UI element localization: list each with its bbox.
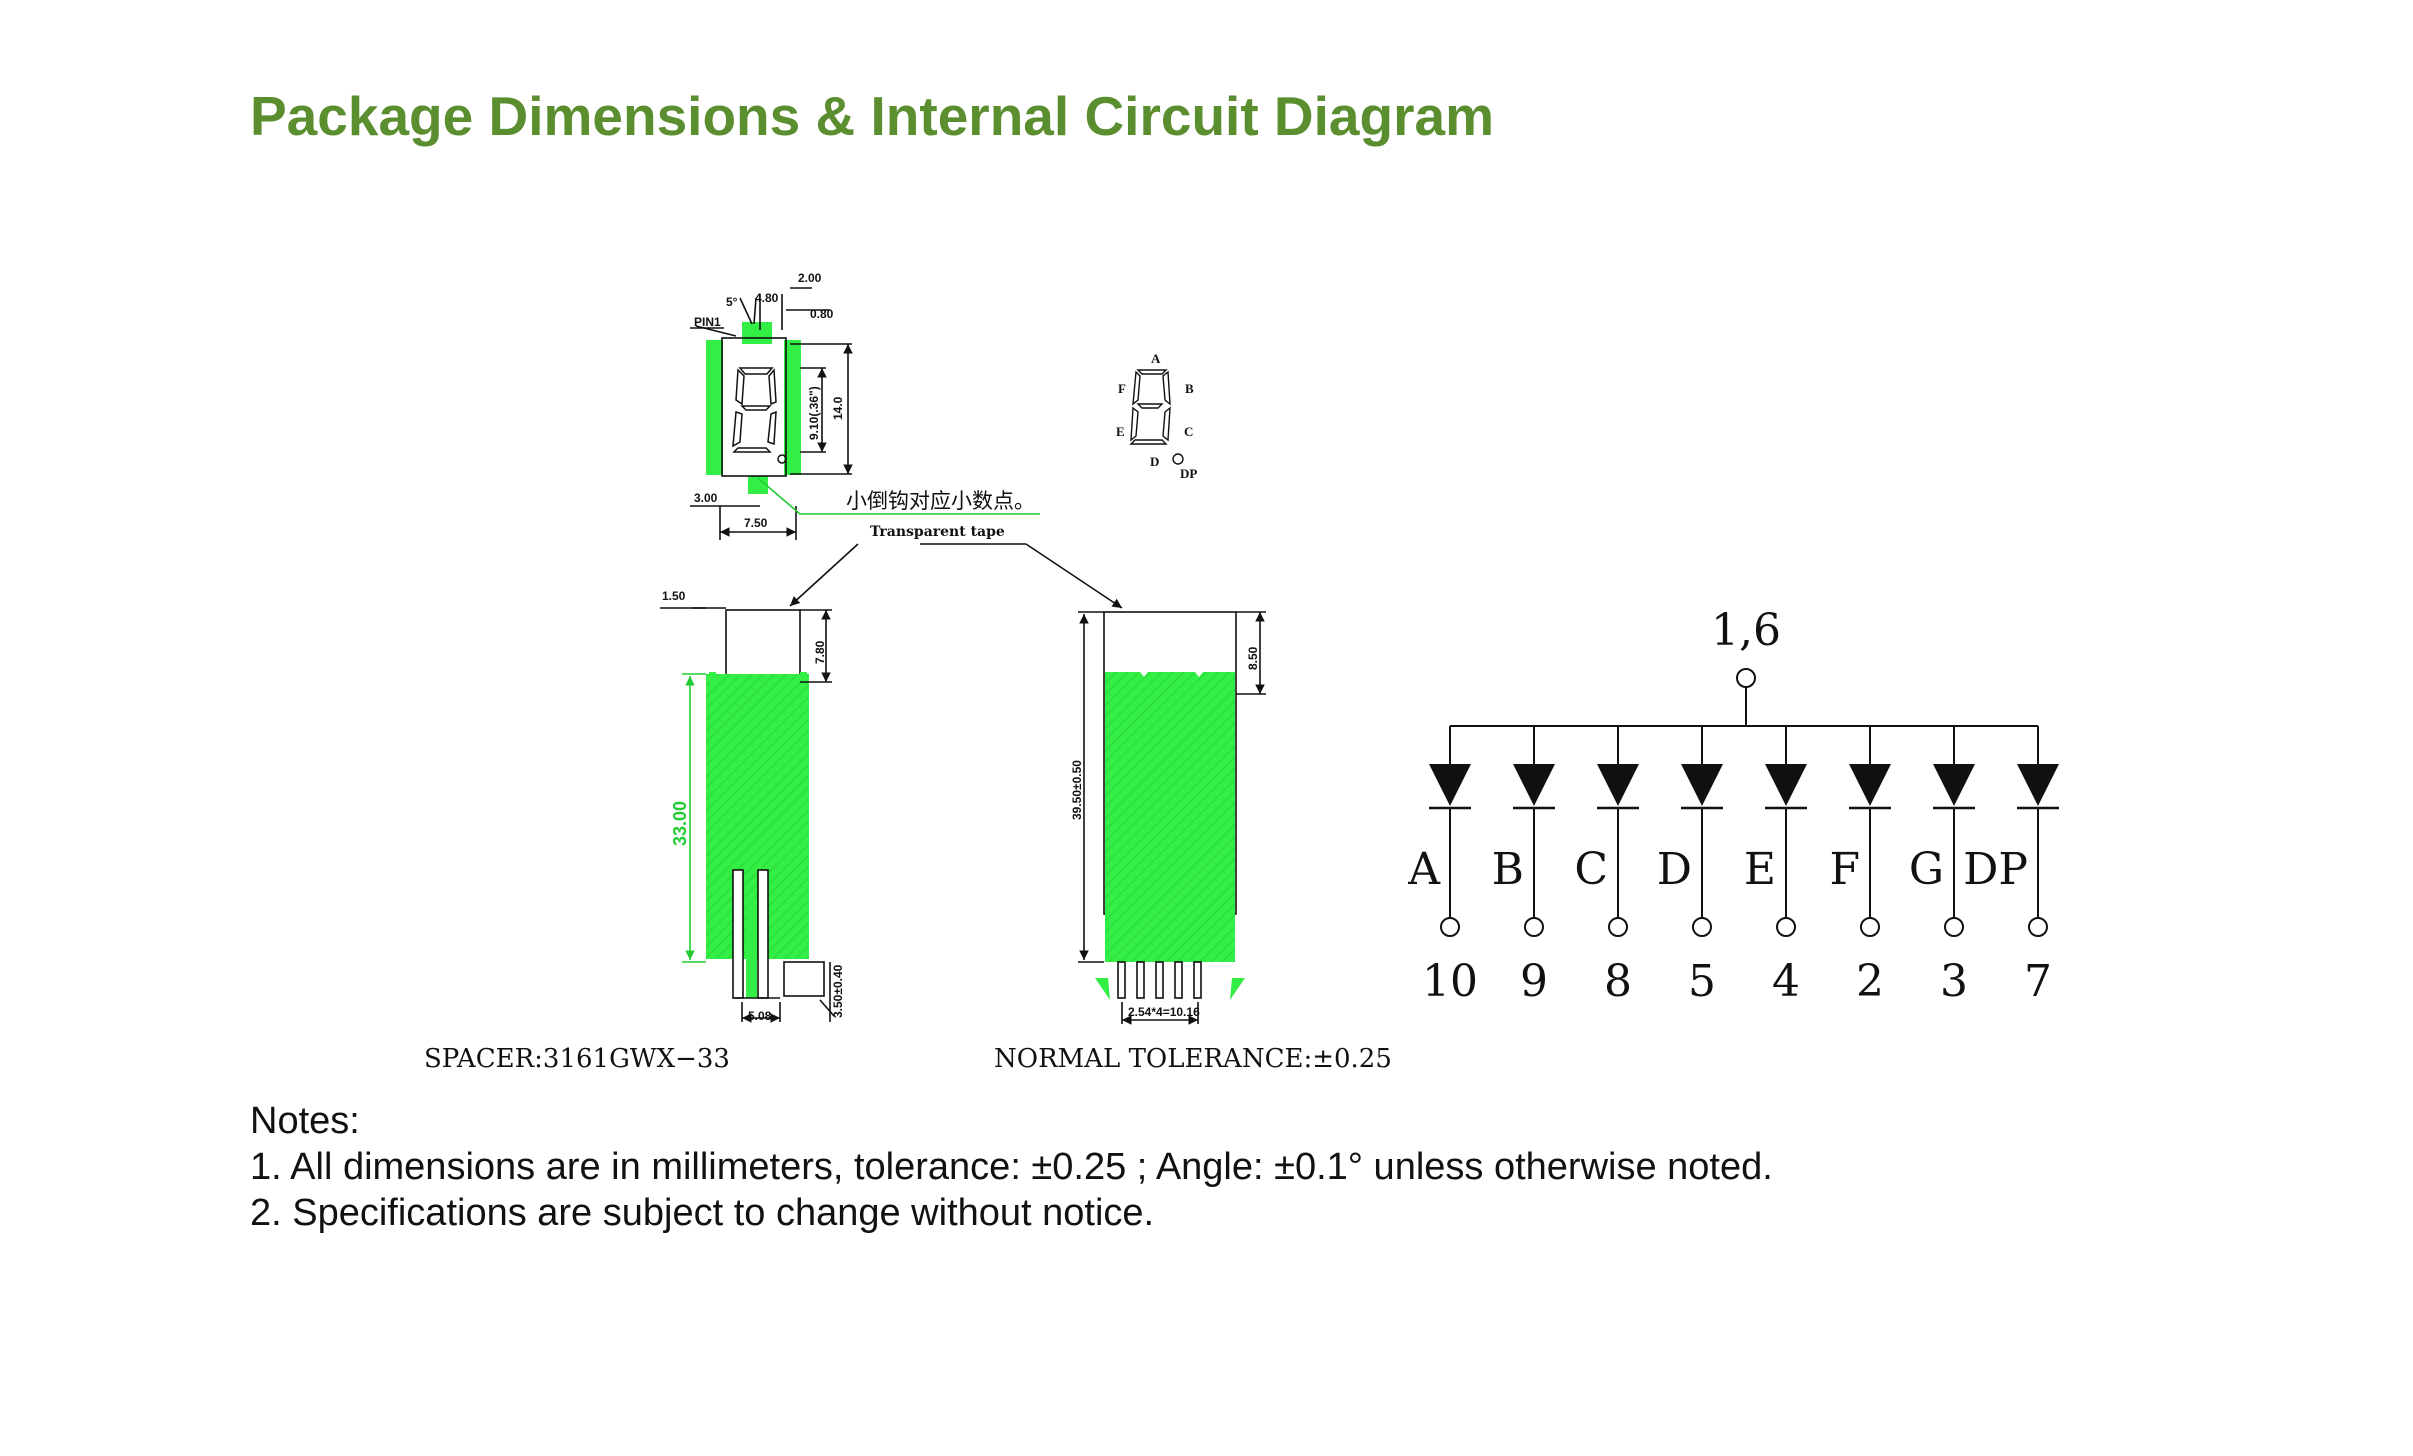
top-view-digit [732, 367, 787, 464]
dim-angle: 5° [726, 295, 738, 309]
segment-g-diode [1933, 764, 1975, 806]
segment-dp-diode [2017, 764, 2059, 806]
top-view-left-bar [706, 340, 723, 475]
segment-a-label: A [1407, 844, 1441, 895]
segment-g-label: G [1909, 844, 1944, 895]
dim-39-50: 39.50±0.50 [1070, 760, 1084, 820]
top-view-top-tab [742, 322, 772, 344]
pin1-label: PIN1 [694, 315, 721, 329]
segment-c-label: C [1574, 844, 1608, 895]
dp-note: 小倒钩对应小数点。 [846, 489, 1035, 513]
internal-circuit: 1,6A 10 B 9 C 8 D 5 E 4 F 2 G 3 DP 7 [1407, 605, 2059, 1007]
segment-e-pin-terminal [1776, 917, 1796, 937]
segment-f-label: F [1829, 844, 1860, 895]
legend-c: C [1184, 424, 1193, 439]
dim-1-50: 1.50 [662, 589, 686, 603]
segment-b-diode [1513, 764, 1555, 806]
dim-7-80: 7.80 [813, 640, 827, 664]
tolerance-label: NORMAL TOLERANCE:±0.25 [994, 1044, 1392, 1074]
segment-b-label: B [1492, 844, 1524, 895]
dim-3-50: 3.50±0.40 [831, 964, 845, 1018]
notes: Notes: 1. All dimensions are in millimet… [250, 1098, 1773, 1236]
segment-d-pin-number: 5 [1688, 956, 1716, 1007]
segment-e-label: E [1744, 844, 1776, 895]
dim-14-0: 14.0 [831, 396, 845, 420]
legend-d: D [1150, 454, 1159, 469]
segment-e-pin-number: 4 [1772, 956, 1800, 1007]
segment-f-diode [1849, 764, 1891, 806]
dim-5-08: 5.08 [748, 1009, 772, 1023]
legend-b: B [1185, 381, 1194, 396]
dim-8-50: 8.50 [1246, 646, 1260, 670]
dim-9-10: 9.10(.36") [807, 386, 821, 440]
segment-f-pin-terminal [1860, 917, 1880, 937]
segment-e-diode [1765, 764, 1807, 806]
segment-dp-label: DP [1963, 844, 2028, 895]
segment-d-diode [1681, 764, 1723, 806]
legend-dp: DP [1180, 466, 1197, 481]
common-pin-label: 1,6 [1711, 605, 1781, 656]
common-pin-terminal [1736, 668, 1756, 688]
segment-c-pin-terminal [1608, 917, 1628, 937]
segment-d-pin-terminal [1692, 917, 1712, 937]
segment-a-pin-terminal [1440, 917, 1460, 937]
dim-pitch: 2.54*4=10.16 [1128, 1005, 1200, 1019]
dim-7-50: 7.50 [744, 516, 768, 530]
page-title: Package Dimensions & Internal Circuit Di… [250, 85, 1494, 147]
tape-label: Transparent tape [870, 524, 1005, 540]
dim-3-00: 3.00 [694, 491, 718, 505]
segment-g-pin-terminal [1944, 917, 1964, 937]
note-1: 1. All dimensions are in millimeters, to… [250, 1146, 1773, 1188]
segment-dp-pin-terminal [2028, 917, 2048, 937]
segment-legend [1129, 369, 1184, 465]
segment-d-label: D [1657, 844, 1692, 895]
dim-33-00: 33.00 [670, 801, 690, 846]
top-view-right-bar [784, 340, 801, 475]
side-view-left [660, 607, 835, 1023]
segment-dp-pin-number: 7 [2024, 956, 2052, 1007]
spacer-label: SPACER:3161GWX−33 [424, 1044, 730, 1074]
notes-heading: Notes: [250, 1100, 360, 1142]
segment-f-pin-number: 2 [1856, 956, 1884, 1007]
dim-4-80: 4.80 [755, 291, 779, 305]
segment-g-pin-number: 3 [1940, 956, 1968, 1007]
segment-b-pin-number: 9 [1520, 956, 1548, 1007]
segment-c-diode [1597, 764, 1639, 806]
top-view-bottom-tab [748, 476, 768, 494]
dim-2-00: 2.00 [798, 271, 822, 285]
side-view-right [1078, 611, 1266, 1025]
legend-f: F [1118, 381, 1126, 396]
segment-a-pin-number: 10 [1422, 956, 1478, 1007]
top-view [690, 287, 1040, 540]
note-2: 2. Specifications are subject to change … [250, 1192, 1155, 1234]
segment-a-diode [1429, 764, 1471, 806]
segment-c-pin-number: 8 [1604, 956, 1632, 1007]
segment-b-pin-terminal [1524, 917, 1544, 937]
legend-e: E [1116, 424, 1125, 439]
legend-a: A [1151, 351, 1161, 366]
dim-0-80: 0.80 [810, 307, 834, 321]
